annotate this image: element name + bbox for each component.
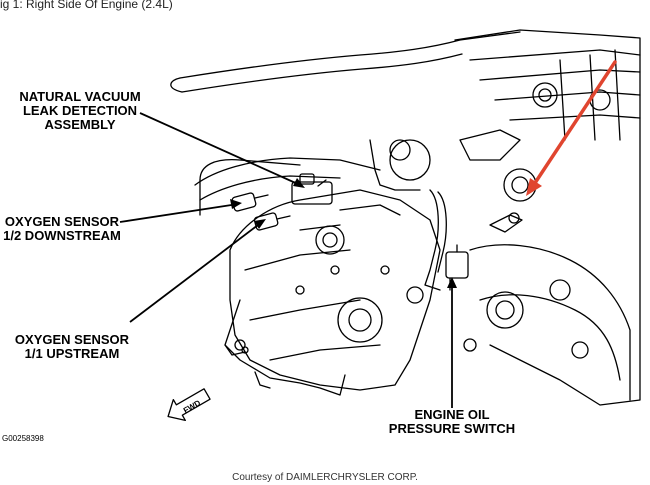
leader-arrowheads	[230, 178, 457, 288]
callout-o2-upstream: OXYGEN SENSOR 1/1 UPSTREAM	[10, 333, 134, 361]
leader-vacuum	[139, 112, 301, 186]
callout-engine-oil-pressure-switch: ENGINE OIL PRESSURE SWITCH	[378, 408, 526, 436]
callout-o2-up-line2: 1/1 UPSTREAM	[24, 346, 120, 361]
arrowhead-o2-upstream	[254, 219, 266, 229]
upper-hose-bottom	[181, 53, 463, 93]
callout-oil-line2: PRESSURE SWITCH	[388, 421, 516, 436]
callout-o2-up-line1: OXYGEN SENSOR	[14, 332, 130, 347]
cylinder-head-outline	[454, 29, 641, 406]
callout-vacuum-line2: LEAK DETECTION	[22, 103, 138, 118]
vacuum-leak-assembly-body	[291, 181, 333, 205]
callout-vacuum-line1: NATURAL VACUUM	[19, 89, 141, 104]
courtesy-credit: Courtesy of DAIMLERCHRYSLER CORP.	[232, 472, 418, 483]
arrowhead-vacuum	[293, 178, 305, 188]
callout-vacuum-line3: ASSEMBLY	[44, 117, 116, 132]
callout-o2-downstream: OXYGEN SENSOR 1/2 DOWNSTREAM	[0, 215, 124, 243]
upper-hose-top	[179, 31, 521, 79]
callout-o2-down-line2: 1/2 DOWNSTREAM	[3, 228, 121, 243]
leader-lines	[119, 112, 453, 408]
fwd-arrow-icon	[167, 388, 211, 422]
figure-caption: ig 1: Right Side Of Engine (2.4L)	[0, 0, 173, 11]
arrowhead-oil-switch	[447, 277, 457, 288]
leader-o2-upstream	[129, 221, 263, 323]
oil-switch-connector	[445, 251, 469, 279]
highlight-arrow-red	[526, 60, 617, 196]
arrowhead-o2-downstream	[230, 199, 242, 209]
figure-id: G00258398	[2, 434, 44, 443]
callout-vacuum-leak-detection: NATURAL VACUUM LEAK DETECTION ASSEMBLY	[18, 90, 142, 132]
transmission-housing	[229, 189, 441, 391]
callout-o2-down-line1: OXYGEN SENSOR	[4, 214, 120, 229]
leader-o2-downstream	[119, 203, 239, 223]
callout-oil-line1: ENGINE OIL	[414, 407, 490, 422]
